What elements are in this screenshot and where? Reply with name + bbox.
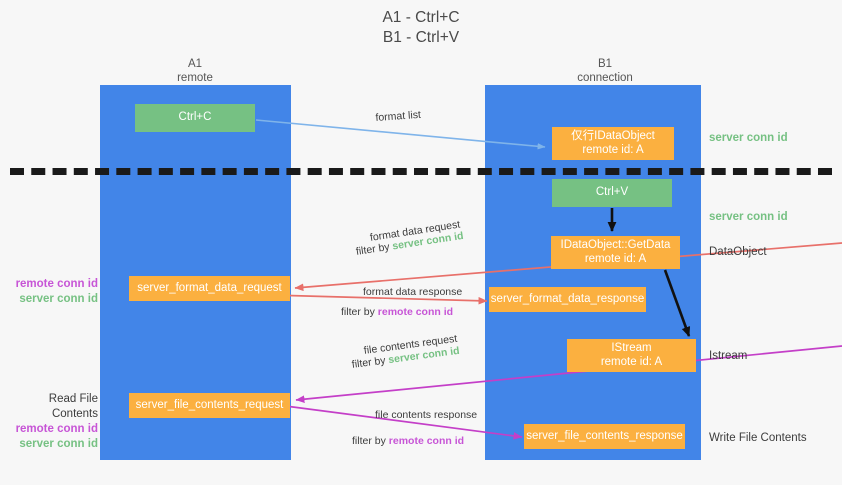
node-sfd-request-label: server_format_data_request — [137, 281, 282, 294]
node-ctrl-v[interactable]: Ctrl+V — [552, 179, 672, 207]
filter-prefix-3: filter by — [351, 354, 390, 371]
node-getdata[interactable]: IDataObject::GetData remote id: A — [551, 236, 680, 269]
node-ctrl-v-label: Ctrl+V — [595, 186, 629, 199]
node-ctrl-c-label: Ctrl+C — [178, 111, 212, 124]
node-server-file-contents-response[interactable]: server_file_contents_response — [524, 424, 685, 449]
arrow-label-format-data-response: format data response — [363, 286, 463, 298]
node-ctrl-c[interactable]: Ctrl+C — [135, 104, 255, 132]
label-left-remote-conn-id-2: remote conn id — [15, 423, 98, 435]
column-b1-sub: connection — [577, 71, 633, 84]
arrow-label-format-data-response-filter: filter by remote conn id — [341, 305, 453, 319]
label-group-left-conn-ids-2: Read File Contents remote conn id server… — [10, 392, 98, 452]
label-left-server-conn-id-1: server conn id — [19, 293, 98, 305]
label-istream: Istream — [709, 350, 748, 362]
node-idataobject-label: 仅行IDataObject — [571, 130, 655, 142]
label-group-left-conn-ids-1: remote conn id server conn id — [10, 277, 98, 307]
filter-value-remote-conn-id-2: remote conn id — [388, 435, 465, 447]
arrow-label-file-contents-response-filter: filter by remote conn id — [352, 434, 464, 448]
column-a1-sub: remote — [177, 71, 213, 84]
filter-value-remote-conn-id-1: remote conn id — [377, 306, 454, 318]
column-a1-name: A1 — [187, 58, 203, 70]
phase-divider — [10, 168, 832, 175]
node-server-file-contents-request[interactable]: server_file_contents_request — [129, 393, 290, 418]
label-left-server-conn-id-2: server conn id — [19, 438, 98, 450]
node-sfc-request-label: server_file_contents_request — [135, 398, 284, 411]
filter-prefix-1: filter by — [355, 240, 394, 258]
node-sfc-response-label: server_file_contents_response — [526, 429, 683, 442]
label-dataobject: DataObject — [709, 246, 767, 258]
node-getdata-sub: remote id: A — [584, 252, 647, 265]
node-istream[interactable]: IStream remote id: A — [567, 339, 696, 372]
node-server-format-data-request[interactable]: server_format_data_request — [129, 276, 290, 301]
node-server-format-data-response[interactable]: server_format_data_response — [489, 287, 646, 312]
node-istream-sub: remote id: A — [600, 355, 663, 368]
title-line-2: B1 - Ctrl+V — [382, 29, 460, 46]
column-b1-name: B1 — [597, 58, 613, 70]
column-header-b1: B1 connection — [545, 58, 665, 85]
label-read-file-contents: Read File Contents — [48, 393, 98, 420]
node-sfd-response-label: server_format_data_response — [490, 292, 645, 305]
title-line-1: A1 - Ctrl+C — [382, 9, 460, 26]
label-write-file-contents: Write File Contents — [709, 432, 807, 444]
node-getdata-label: IDataObject::GetData — [560, 239, 671, 251]
node-istream-label: IStream — [611, 342, 652, 354]
arrow-label-format-list: format list — [375, 108, 422, 124]
arrow-label-file-contents-response: file contents response — [375, 409, 478, 421]
filter-prefix-4: filter by — [352, 435, 389, 447]
label-left-remote-conn-id-1: remote conn id — [15, 278, 98, 290]
label-right-server-conn-id-1: server conn id — [709, 132, 788, 144]
column-header-a1: A1 remote — [135, 58, 255, 85]
label-right-server-conn-id-2: server conn id — [709, 211, 788, 223]
node-idataobject-sub: remote id: A — [582, 143, 644, 156]
node-idataobject[interactable]: 仅行IDataObject remote id: A — [552, 127, 674, 160]
page-title: A1 - Ctrl+C B1 - Ctrl+V — [0, 8, 842, 48]
filter-prefix-2: filter by — [341, 306, 378, 318]
